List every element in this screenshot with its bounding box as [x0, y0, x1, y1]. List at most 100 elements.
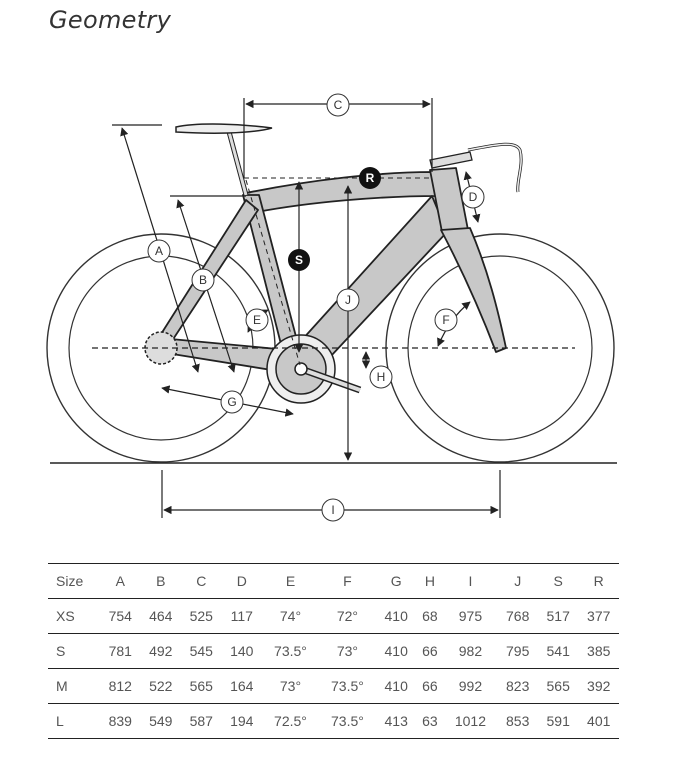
table-row: S 781 492 545 140 73.5° 73° 410 66 982 7…	[48, 633, 619, 669]
table-cell: 839	[100, 703, 141, 739]
table-cell: 72.5°	[262, 703, 319, 739]
column-header: Size	[48, 563, 100, 599]
column-header: C	[181, 563, 222, 599]
table-cell: 377	[578, 598, 619, 634]
svg-text:G: G	[227, 395, 236, 409]
table-cell: 565	[181, 668, 222, 704]
svg-text:R: R	[366, 171, 375, 185]
column-header: A	[100, 563, 141, 599]
table-cell: 164	[221, 668, 262, 704]
table-cell: 410	[375, 633, 417, 669]
column-header: I	[443, 563, 498, 599]
table-cell: 401	[578, 703, 619, 739]
table-cell: 591	[537, 703, 579, 739]
table-cell: 795	[497, 633, 538, 669]
column-header: B	[140, 563, 181, 599]
table-cell: 768	[497, 598, 538, 634]
table-cell: 68	[416, 598, 444, 634]
column-header: F	[318, 563, 376, 599]
table-cell: L	[48, 703, 100, 739]
table-cell: 66	[416, 668, 444, 704]
column-header: S	[537, 563, 579, 599]
table-cell: 385	[578, 633, 619, 669]
svg-text:J: J	[345, 293, 351, 307]
table-cell: 74°	[262, 598, 319, 634]
table-cell: 517	[537, 598, 579, 634]
table-cell: 982	[443, 633, 498, 669]
column-header: G	[375, 563, 417, 599]
table-cell: 464	[140, 598, 181, 634]
table-cell: 812	[100, 668, 141, 704]
table-cell: XS	[48, 598, 100, 634]
saddle	[175, 123, 273, 134]
table-cell: 525	[181, 598, 222, 634]
table-cell: 492	[140, 633, 181, 669]
column-header: E	[262, 563, 319, 599]
table-cell: 781	[100, 633, 141, 669]
svg-text:E: E	[253, 313, 261, 327]
label-j: J	[336, 288, 360, 312]
table-row: XS 754 464 525 117 74° 72° 410 68 975 76…	[48, 598, 619, 634]
table-cell: 545	[181, 633, 222, 669]
table-row: M 812 522 565 164 73° 73.5° 410 66 992 8…	[48, 668, 619, 704]
label-r: R	[359, 167, 381, 189]
label-e: E	[245, 308, 269, 332]
label-h: H	[369, 365, 393, 389]
table-cell: 549	[140, 703, 181, 739]
table-cell: 140	[221, 633, 262, 669]
svg-text:D: D	[469, 190, 478, 204]
column-header: H	[416, 563, 444, 599]
label-g: G	[220, 390, 244, 414]
svg-text:H: H	[377, 370, 386, 384]
table-cell: 73.5°	[318, 668, 376, 704]
svg-text:S: S	[295, 253, 303, 267]
table-cell: 73°	[318, 633, 376, 669]
page-title: Geometry	[49, 6, 172, 34]
table-cell: 587	[181, 703, 222, 739]
table-cell: 73.5°	[262, 633, 319, 669]
table-row: L 839 549 587 194 72.5° 73.5° 413 63 101…	[48, 703, 619, 739]
svg-text:I: I	[331, 503, 334, 517]
crankset	[266, 334, 362, 404]
label-d: D	[461, 185, 485, 209]
table-cell: 73.5°	[318, 703, 376, 739]
table-cell: 1012	[443, 703, 498, 739]
column-header: D	[221, 563, 262, 599]
table-cell: M	[48, 668, 100, 704]
table-cell: 72°	[318, 598, 376, 634]
table-cell: 73°	[262, 668, 319, 704]
label-c: C	[326, 93, 350, 117]
table-cell: 392	[578, 668, 619, 704]
label-b: B	[191, 268, 215, 292]
table-header-row: Size A B C D E F G H I J S R	[48, 563, 619, 599]
table-cell: 63	[416, 703, 444, 739]
svg-text:B: B	[199, 273, 207, 287]
bike-geometry-diagram: C A B E G S R J H I D F	[46, 93, 617, 522]
table-cell: 66	[416, 633, 444, 669]
table-cell: 992	[443, 668, 498, 704]
table-cell: 117	[221, 598, 262, 634]
label-s: S	[288, 249, 310, 271]
table-cell: 410	[375, 668, 417, 704]
table-cell: 823	[497, 668, 538, 704]
handlebar	[467, 142, 523, 193]
label-a: A	[147, 239, 171, 263]
table-cell: 754	[100, 598, 141, 634]
svg-text:A: A	[155, 244, 163, 258]
table-cell: 522	[140, 668, 181, 704]
table-cell: S	[48, 633, 100, 669]
label-f: F	[434, 308, 458, 332]
geometry-table: Size A B C D E F G H I J S R XS 754 464 …	[48, 563, 619, 739]
table-cell: 413	[375, 703, 417, 739]
label-i: I	[321, 498, 345, 522]
table-cell: 975	[443, 598, 498, 634]
column-header: R	[578, 563, 619, 599]
table-cell: 565	[537, 668, 579, 704]
column-header: J	[497, 563, 538, 599]
table-cell: 194	[221, 703, 262, 739]
table-cell: 853	[497, 703, 538, 739]
table-cell: 541	[537, 633, 579, 669]
svg-text:C: C	[334, 98, 343, 112]
table-cell: 410	[375, 598, 417, 634]
svg-text:F: F	[442, 313, 449, 327]
